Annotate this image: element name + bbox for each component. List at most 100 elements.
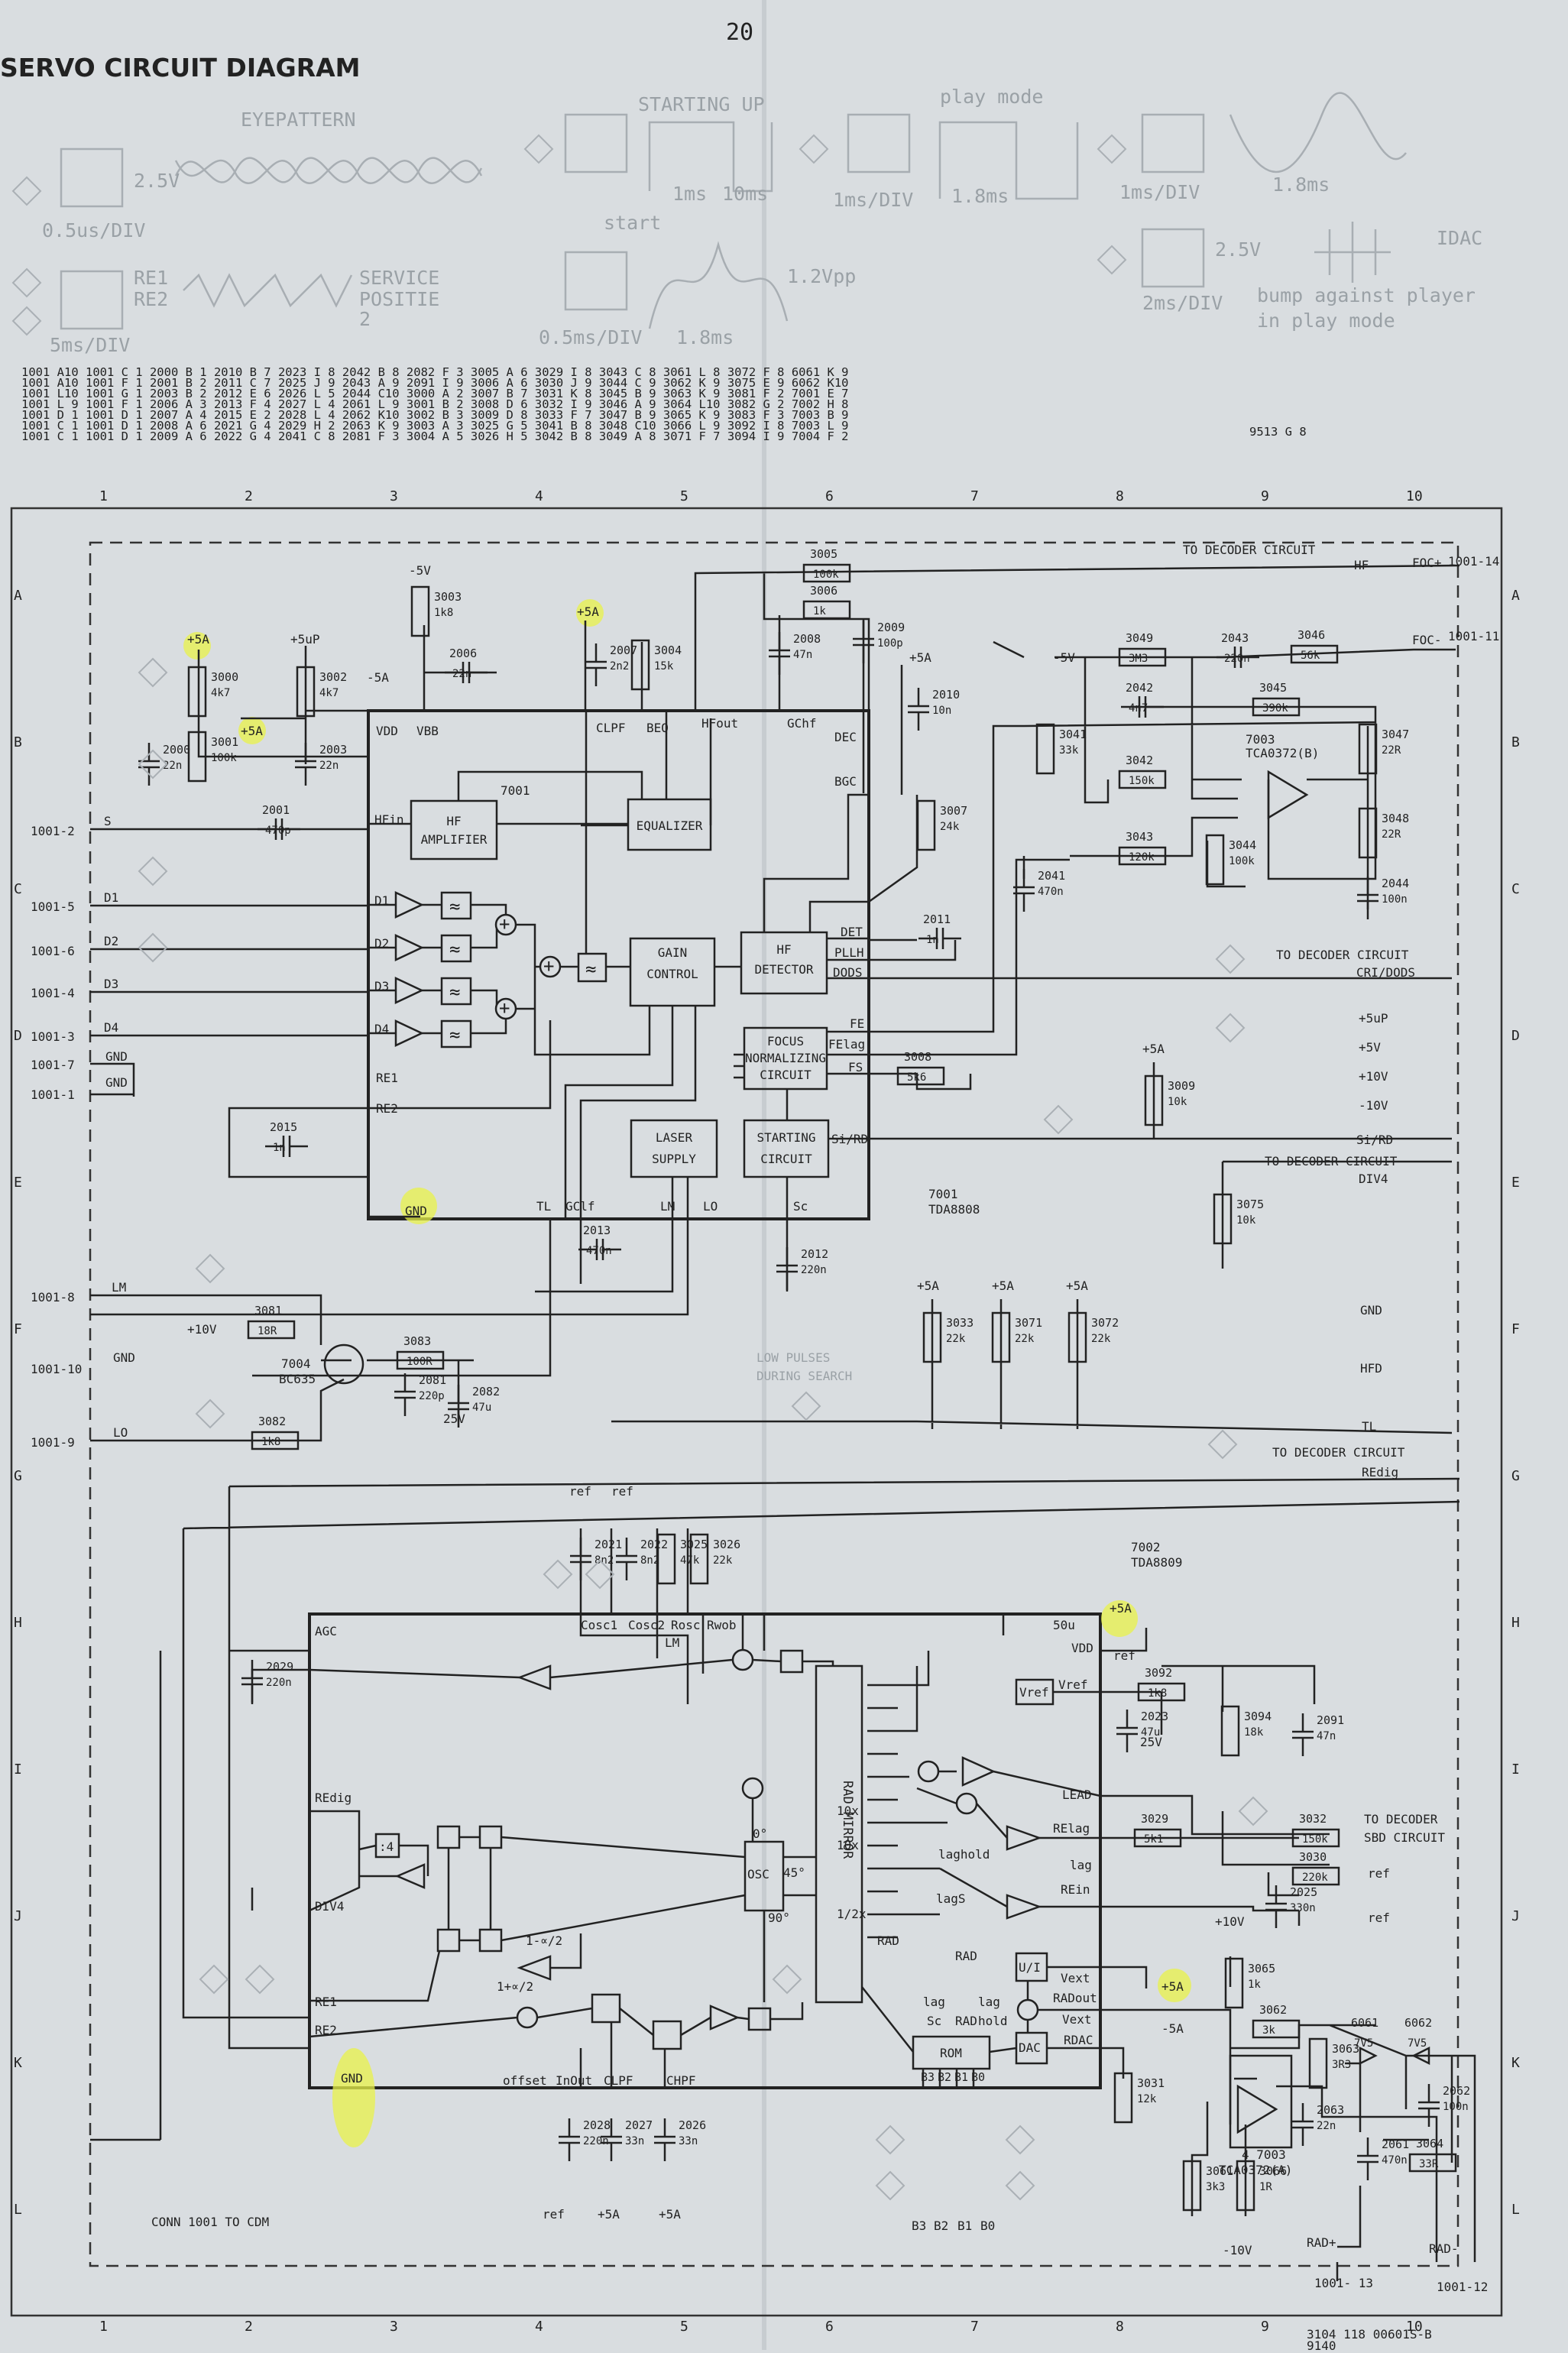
grid-row-label: C (14, 881, 22, 897)
lags-label: lagS (936, 1891, 966, 1906)
p5a-vdd: +5A (1110, 1601, 1132, 1616)
pin-rosc: Rosc (671, 1618, 701, 1632)
pin-tl: TL (536, 1199, 551, 1214)
component-value: 220n (801, 1264, 827, 1276)
grid-row-label: G (14, 1468, 22, 1484)
pin-vbb: VBB (416, 724, 439, 738)
test-point-diamond (1043, 1104, 1074, 1135)
connector-caption: CONN 1001 TO CDM (151, 2215, 269, 2229)
test-point-diamond (1097, 245, 1127, 275)
resistor-body (1133, 1828, 1182, 1848)
capacitor-body (908, 688, 929, 731)
component-ref: 2063 (1317, 2103, 1344, 2117)
component-value: 220k (1302, 1872, 1328, 1884)
grid-row-label: F (1511, 1321, 1520, 1337)
ic-7001-number: 7001 (928, 1187, 958, 1201)
equalizer-label: EQUALIZER (637, 818, 703, 833)
capacitor-body (138, 743, 160, 786)
capacitor-body (918, 928, 961, 949)
capacitor-body (853, 621, 874, 663)
component-ref: 3048 (1382, 812, 1409, 825)
hf-output: HF (1354, 558, 1369, 572)
resistor-body (187, 666, 207, 718)
ref-cosc-2: ref (611, 1484, 633, 1499)
grid-column-label: 10 (1406, 2319, 1423, 2335)
resistor-body (410, 585, 430, 637)
resistor-body (1224, 1957, 1244, 2009)
resistor-body (1035, 723, 1055, 775)
start-t2: 10ms (722, 183, 768, 205)
focus-normalizing-block (743, 1026, 828, 1091)
component-value: 120k (1129, 851, 1155, 864)
rom-bit-pins: B3 B2 B1 B0 (921, 2070, 985, 2084)
grid-column-label: 9 (1261, 2319, 1269, 2335)
test-point-diamond (1207, 1429, 1238, 1460)
grid-column-label: 8 (1116, 488, 1124, 504)
gnd-signal-3: GND (113, 1350, 135, 1365)
component-value: 3R3 (1332, 2059, 1351, 2071)
idac-wave (1314, 222, 1391, 283)
pin-dec: DEC (834, 730, 857, 744)
transistor-7004 (323, 1343, 364, 1385)
amp-1-2vpp: 1.2Vpp (787, 265, 856, 287)
capacitor-body (1121, 696, 1164, 718)
component-value: 22n (1317, 2120, 1336, 2132)
capacitor-body (601, 2118, 622, 2161)
component-value: 100k (1229, 855, 1255, 867)
resistor-body (1118, 647, 1167, 667)
component-value: 22k (713, 1554, 733, 1567)
component-value: 22k (1091, 1333, 1111, 1345)
grid-column-label: 8 (1116, 2319, 1124, 2335)
component-ref: 3064 (1416, 2137, 1443, 2150)
scope-icon (1141, 113, 1205, 173)
capacitor-body (1265, 1885, 1287, 1928)
grid-column-label: 1 (99, 488, 108, 504)
pin-vref: Vref (1058, 1677, 1088, 1692)
redig-out: REdig (1362, 1465, 1398, 1480)
pin-hfout: HFout (701, 716, 738, 731)
grid-column-label: 5 (680, 488, 688, 504)
plus-glyph: + (499, 913, 510, 935)
ic-7001-label: 7001 (501, 783, 530, 798)
resistor-body (1137, 1682, 1186, 1702)
component-layer: 30031k830004k73001100k200022n30024k72003… (138, 547, 1470, 2212)
component-ref: 3025 (680, 1538, 708, 1551)
component-value: 2n2 (610, 660, 629, 673)
resistor-body (1118, 846, 1167, 866)
conn-1001-12: 1001-12 (1437, 2280, 1488, 2294)
component-ref: 2012 (801, 1247, 828, 1261)
pin-gchf: GChf (787, 716, 817, 731)
component-value: 12k (1137, 2093, 1157, 2105)
component-ref: 3041 (1059, 728, 1087, 741)
capacitor-body (559, 2118, 580, 2161)
resistor-body (1291, 1866, 1340, 1886)
capacitor-body (1292, 1713, 1314, 1756)
capacitor-body (1357, 2137, 1378, 2180)
component-value: 47n (793, 649, 812, 661)
grid-column-label: 3 (390, 488, 398, 504)
d1-signal: D1 (104, 890, 118, 905)
component-value: 100R (407, 1356, 432, 1368)
component-value: 1n (273, 1142, 286, 1154)
parts-table-row: 1001 D 1 1001 D 1 2007 A 4 2015 E 2 2028… (21, 408, 849, 422)
conn-1001-13: 1001- 13 (1314, 2276, 1373, 2290)
resistor-body (247, 1320, 296, 1340)
component-ref: 3061 (1206, 2164, 1233, 2178)
gnd-out: GND (1360, 1303, 1382, 1317)
pin-re2-7002: RE2 (315, 2023, 337, 2037)
